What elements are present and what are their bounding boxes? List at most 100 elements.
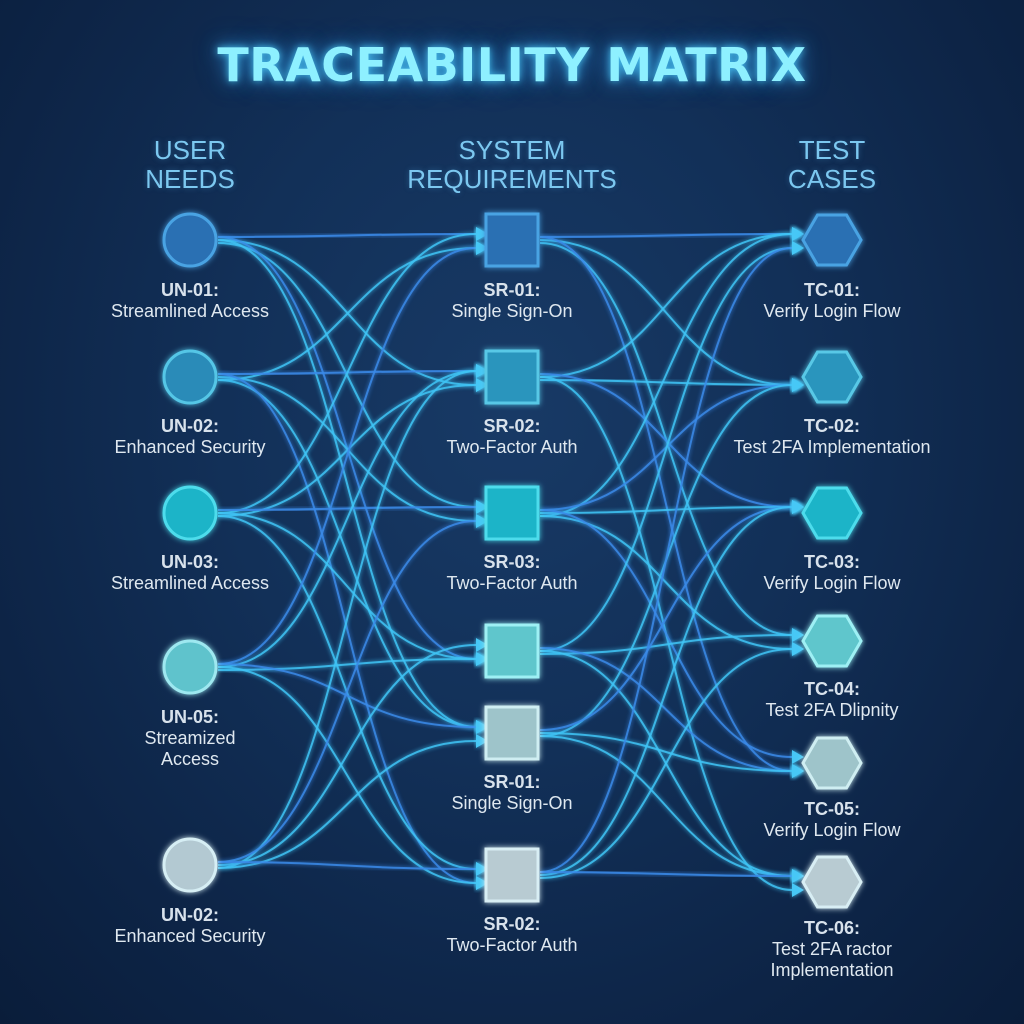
node-id: UN-02: [160,416,219,436]
arrow-head-icon [476,364,488,378]
trace-link [217,373,477,884]
system-requirement-label: SR-01: Single Sign-On [382,772,642,814]
trace-link [217,370,477,869]
column-header-test-cases: TEST CASES [682,136,982,194]
arrow-head-icon [476,227,488,241]
node-description: Single Sign-On [451,793,573,813]
test-case-node-hexagon-icon[interactable] [801,855,863,909]
trace-link [539,373,793,508]
trace-link [539,233,793,517]
arrow-head-icon [476,378,488,392]
test-case-node-hexagon-icon[interactable] [801,736,863,790]
arrow-head-icon [476,862,488,876]
trace-link [217,520,477,863]
trace-link [217,239,477,386]
node-id: TC-03: [803,552,860,572]
trace-link [539,647,793,772]
header-line: NEEDS [145,164,235,194]
node-id: SR-01: [483,772,541,792]
trace-link [217,663,477,728]
test-case-node-hexagon-icon[interactable] [801,350,863,404]
arrow-head-icon [476,876,488,890]
system-requirement-label: SR-02: Two-Factor Auth [382,914,642,956]
trace-link [217,379,477,728]
arrow-head-icon [792,869,804,883]
page-title: TRACEABILITY MATRIX [217,38,807,92]
node-description: Verify Login Flow [763,820,901,840]
node-id: SR-02: [483,914,541,934]
node-id: TC-06: [803,918,860,938]
arrow-head-icon [792,628,804,642]
trace-link [539,506,793,731]
trace-link [539,506,793,514]
trace-link [539,239,793,386]
system-requirement-node-square-icon[interactable] [484,212,540,268]
trace-link [539,648,793,879]
user-need-label: UN-05: Streamized Access [60,707,320,770]
trace-link [539,732,793,772]
trace-link [539,735,793,877]
trace-link [539,236,793,772]
trace-link [217,239,477,728]
node-id: UN-05: [160,707,219,727]
trace-link [217,644,477,866]
header-line: TEST [798,135,866,165]
arrow-head-icon [476,241,488,255]
header-line: USER [153,135,227,165]
column-header-system-requirements: SYSTEM REQUIREMENTS [362,136,662,194]
trace-link [539,247,793,652]
arrow-head-icon [476,720,488,734]
arrow-head-icon [792,750,804,764]
arrow-head-icon [476,514,488,528]
system-requirement-node-square-icon[interactable] [484,623,540,679]
trace-link [217,247,477,665]
system-requirement-node-square-icon[interactable] [484,847,540,903]
test-case-node-hexagon-icon[interactable] [801,213,863,267]
trace-link [217,506,477,511]
node-description: Verify Login Flow [763,301,901,321]
arrow-head-icon [476,734,488,748]
user-need-label: UN-03: Streamlined Access [60,552,320,594]
header-line: SYSTEM [458,135,566,165]
node-id: UN-03: [160,552,219,572]
trace-link [539,233,793,238]
trace-link [217,233,477,514]
trace-link [217,370,477,668]
user-need-node-circle-icon[interactable] [162,485,218,541]
test-case-label: TC-04: Test 2FA Dlipnity [702,679,962,721]
arrow-head-icon [792,378,804,392]
system-requirement-node-square-icon[interactable] [484,485,540,541]
node-id: UN-02: [160,905,219,925]
test-case-node-hexagon-icon[interactable] [801,486,863,540]
node-description: Two-Factor Auth [446,573,578,593]
test-case-label: TC-01: Verify Login Flow [702,280,962,322]
user-need-node-circle-icon[interactable] [162,349,218,405]
node-description: Streamlined Access [110,301,270,321]
node-description: Test 2FA ractor Implementation [770,939,894,980]
user-need-node-circle-icon[interactable] [162,837,218,893]
test-case-label: TC-03: Verify Login Flow [702,552,962,594]
node-id: SR-01: [483,280,541,300]
user-need-node-circle-icon[interactable] [162,639,218,695]
trace-link [539,506,793,876]
user-need-node-circle-icon[interactable] [162,212,218,268]
node-description: Streamized Access [144,728,236,769]
node-description: Verify Login Flow [763,573,901,593]
system-requirement-node-square-icon[interactable] [484,705,540,761]
node-description: Enhanced Security [114,437,266,457]
arrow-head-icon [476,638,488,652]
arrow-head-icon [792,642,804,656]
user-need-label: UN-02: Enhanced Security [60,905,320,947]
test-case-node-hexagon-icon[interactable] [801,614,863,668]
node-description: Two-Factor Auth [446,437,578,457]
trace-link [539,233,793,378]
node-id: TC-02: [803,416,860,436]
user-need-label: UN-02: Enhanced Security [60,416,320,458]
system-requirement-node-square-icon[interactable] [484,349,540,405]
arrow-head-icon [792,764,804,778]
node-id: TC-04: [803,679,860,699]
column-header-user-needs: USER NEEDS [40,136,340,194]
node-id: SR-02: [483,416,541,436]
